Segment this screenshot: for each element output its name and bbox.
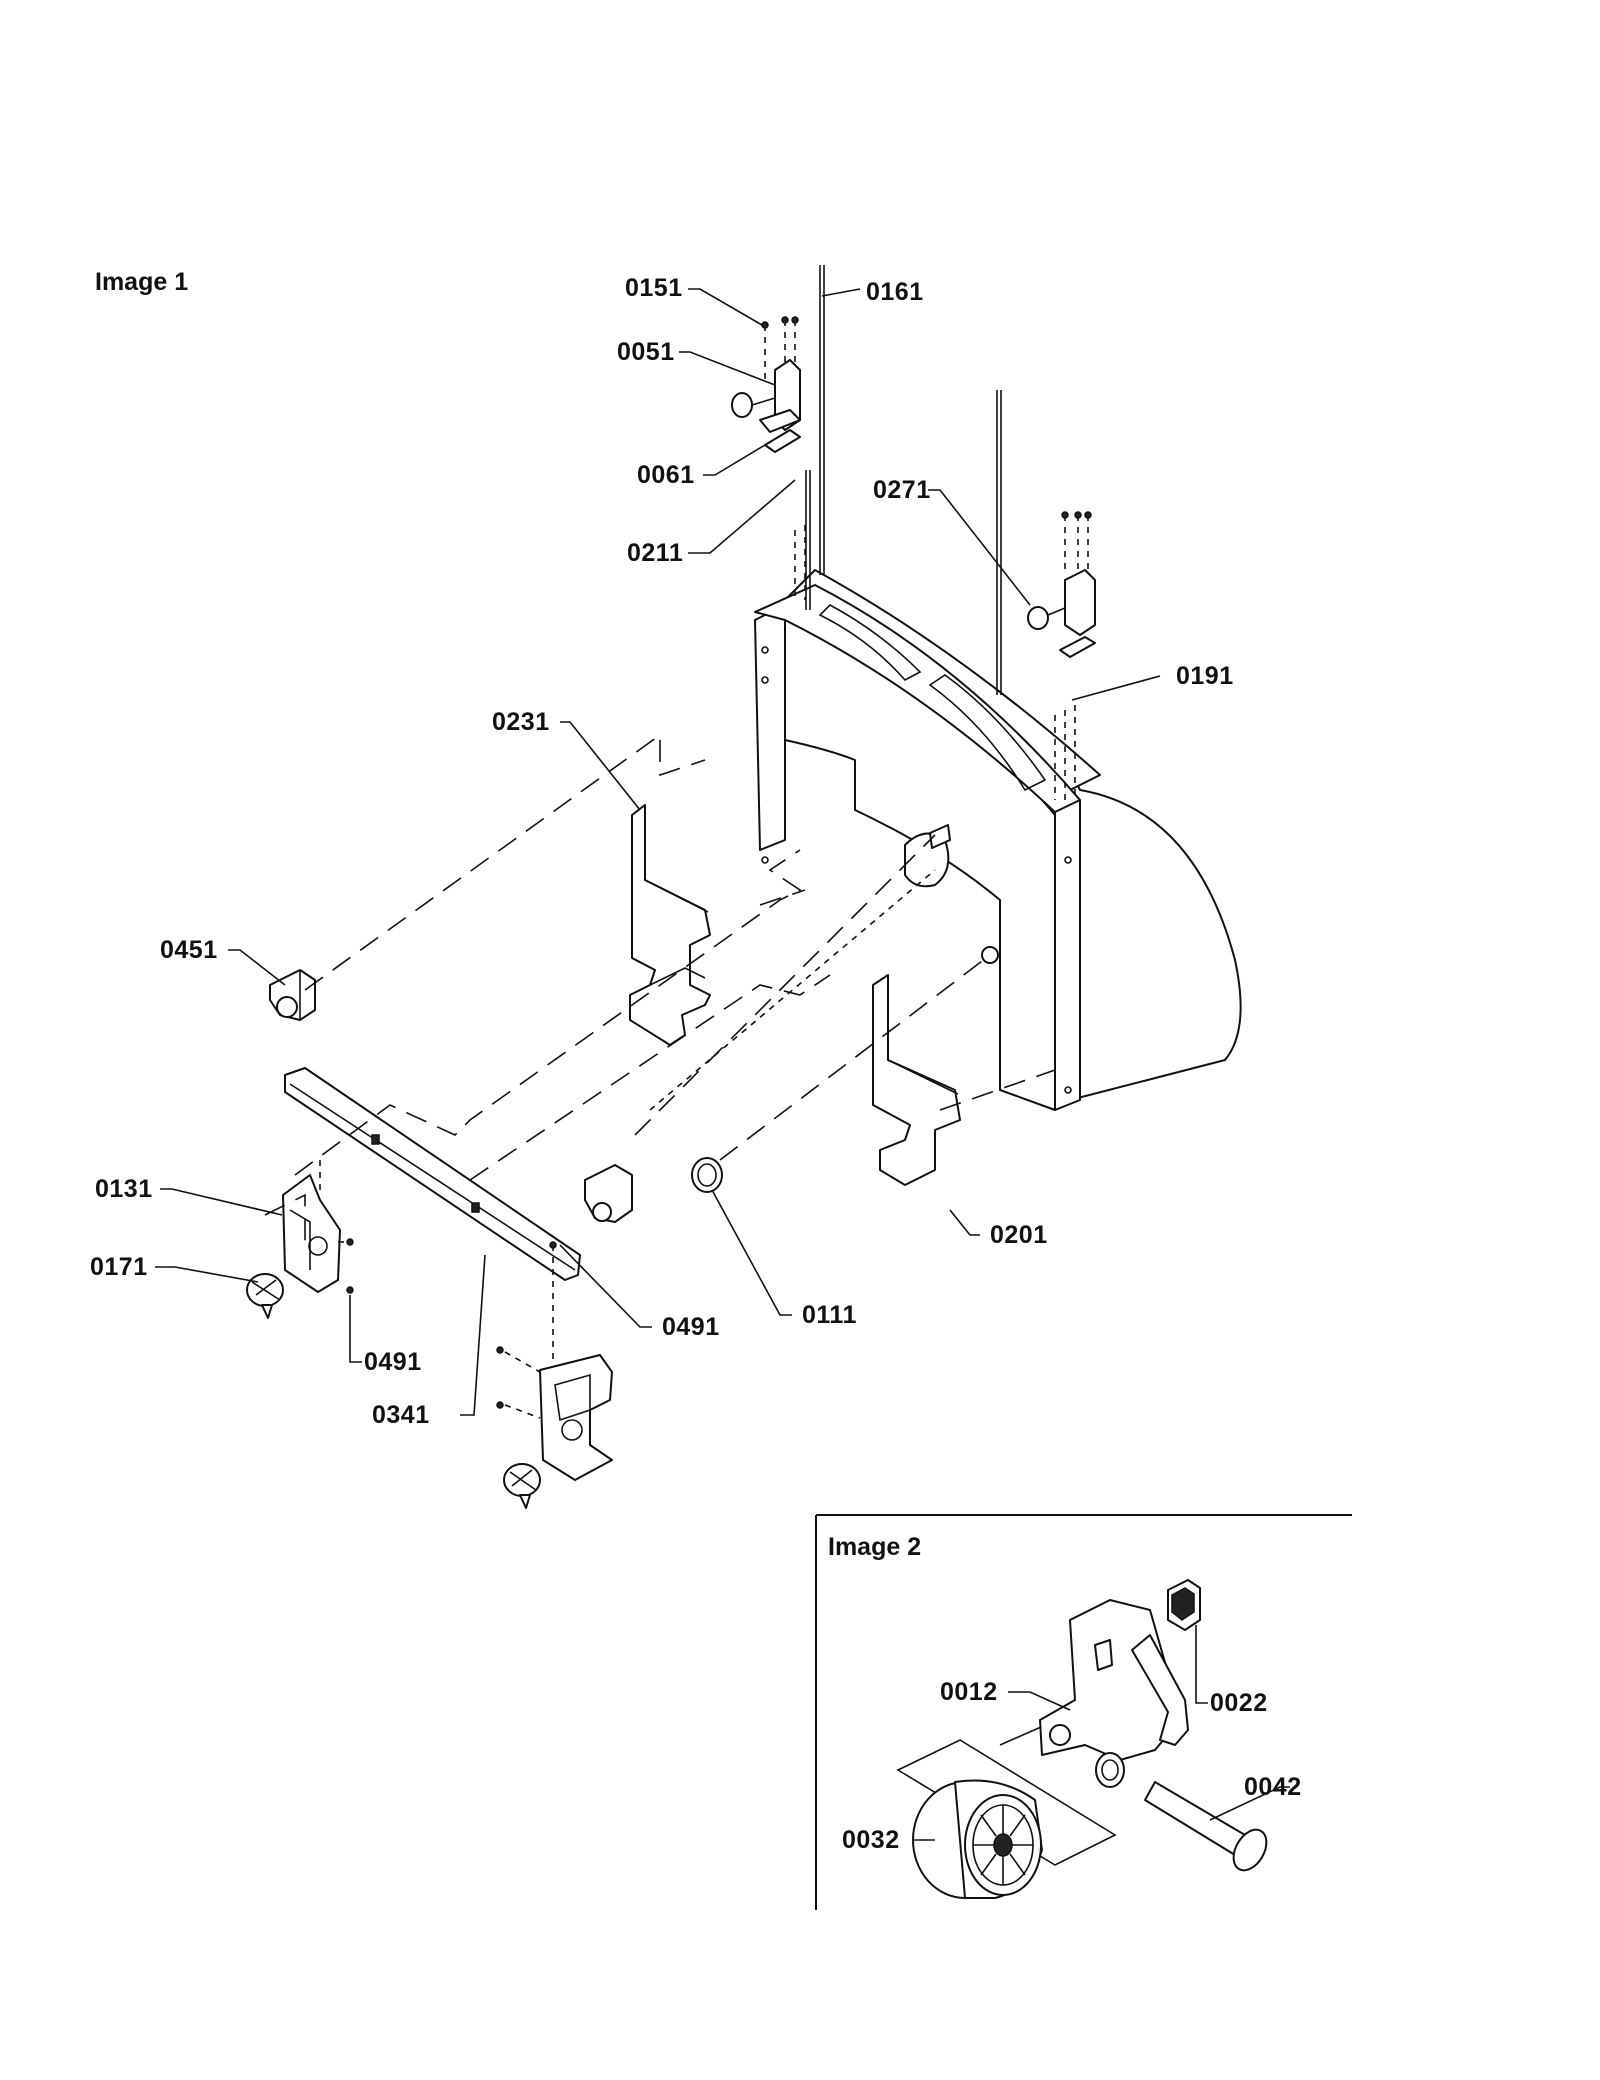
top-hinge-bracket: [731, 316, 801, 453]
right-hinge-bracket: [1027, 511, 1096, 658]
image2-title: Image 2: [828, 1533, 922, 1561]
callout-0491-right: 0491: [662, 1313, 720, 1341]
callout-0151: 0151: [625, 274, 683, 302]
detail-wheel: [912, 1779, 1043, 1899]
screws-lower: [338, 1238, 541, 1419]
cabinet-frame: [754, 569, 1242, 1111]
detail-clip: [1167, 1579, 1201, 1631]
screws-top: [794, 525, 1076, 800]
callout-0051: 0051: [617, 338, 675, 366]
callout-0111: 0111: [802, 1301, 857, 1329]
callout-0032: 0032: [842, 1826, 900, 1854]
right-caster-wheel: [503, 1463, 541, 1509]
image1-title: Image 1: [95, 268, 189, 296]
callout-0061: 0061: [637, 461, 695, 489]
callout-0191: 0191: [1176, 662, 1234, 690]
callout-0211: 0211: [627, 539, 684, 567]
front-roller-upper: [269, 969, 316, 1021]
left-caster-bracket: [282, 1160, 341, 1293]
callout-leaders-image1: [155, 288, 1161, 1416]
callout-0022: 0022: [1210, 1689, 1268, 1717]
detail-caster-bracket: [1039, 1599, 1189, 1761]
front-roller-middle: [584, 1164, 633, 1223]
callout-0171: 0171: [90, 1253, 148, 1281]
front-support-bar: [284, 1067, 581, 1281]
right-leveling-bracket: [872, 974, 961, 1186]
axle-and-washer: [691, 824, 951, 1193]
callout-0451: 0451: [160, 936, 218, 964]
callout-0201: 0201: [990, 1221, 1048, 1249]
assembly-dashed-lines: [264, 733, 1056, 1250]
detail-frame: [815, 1514, 1352, 1910]
detail-axle-pin: [1095, 1752, 1268, 1872]
callout-0012: 0012: [940, 1678, 998, 1706]
left-leveling-bracket: [629, 804, 711, 1046]
threaded-rods: [805, 265, 1002, 695]
callout-leaders-image2: [912, 1625, 1290, 1841]
callout-0271: 0271: [873, 476, 931, 504]
callout-0491-left: 0491: [364, 1348, 422, 1376]
callout-0341: 0341: [372, 1401, 430, 1429]
right-caster-bracket: [539, 1241, 613, 1481]
callout-0131: 0131: [95, 1175, 153, 1203]
callout-0161: 0161: [866, 278, 924, 306]
callout-0042: 0042: [1244, 1773, 1302, 1801]
callout-0231: 0231: [492, 708, 550, 736]
